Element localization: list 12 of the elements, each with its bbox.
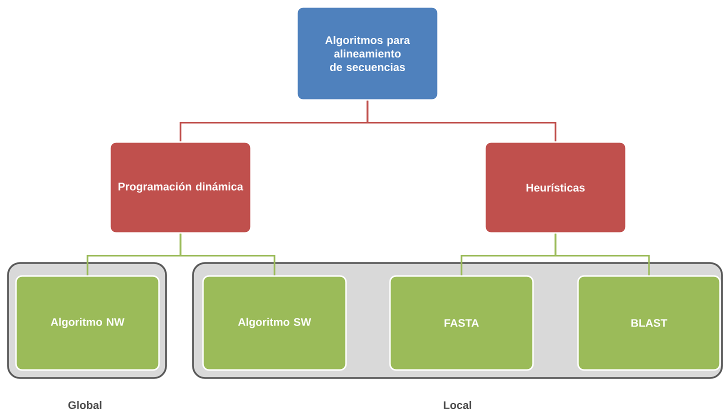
process-box: BLAST xyxy=(577,275,721,371)
process-box: FASTA xyxy=(389,275,534,371)
process-box: Algoritmo NW xyxy=(15,275,160,371)
process-box: Heurísticas xyxy=(484,141,627,234)
process-box: Programación dinámica xyxy=(109,141,252,234)
group-heading: Global xyxy=(68,400,102,410)
connector xyxy=(180,234,276,276)
connector xyxy=(554,234,650,276)
process-box: Algoritmos para alineamiento de secuencias xyxy=(296,6,439,101)
process-box: Algoritmo SW xyxy=(202,275,347,371)
connector xyxy=(366,100,556,142)
group-heading: Local xyxy=(444,400,472,410)
